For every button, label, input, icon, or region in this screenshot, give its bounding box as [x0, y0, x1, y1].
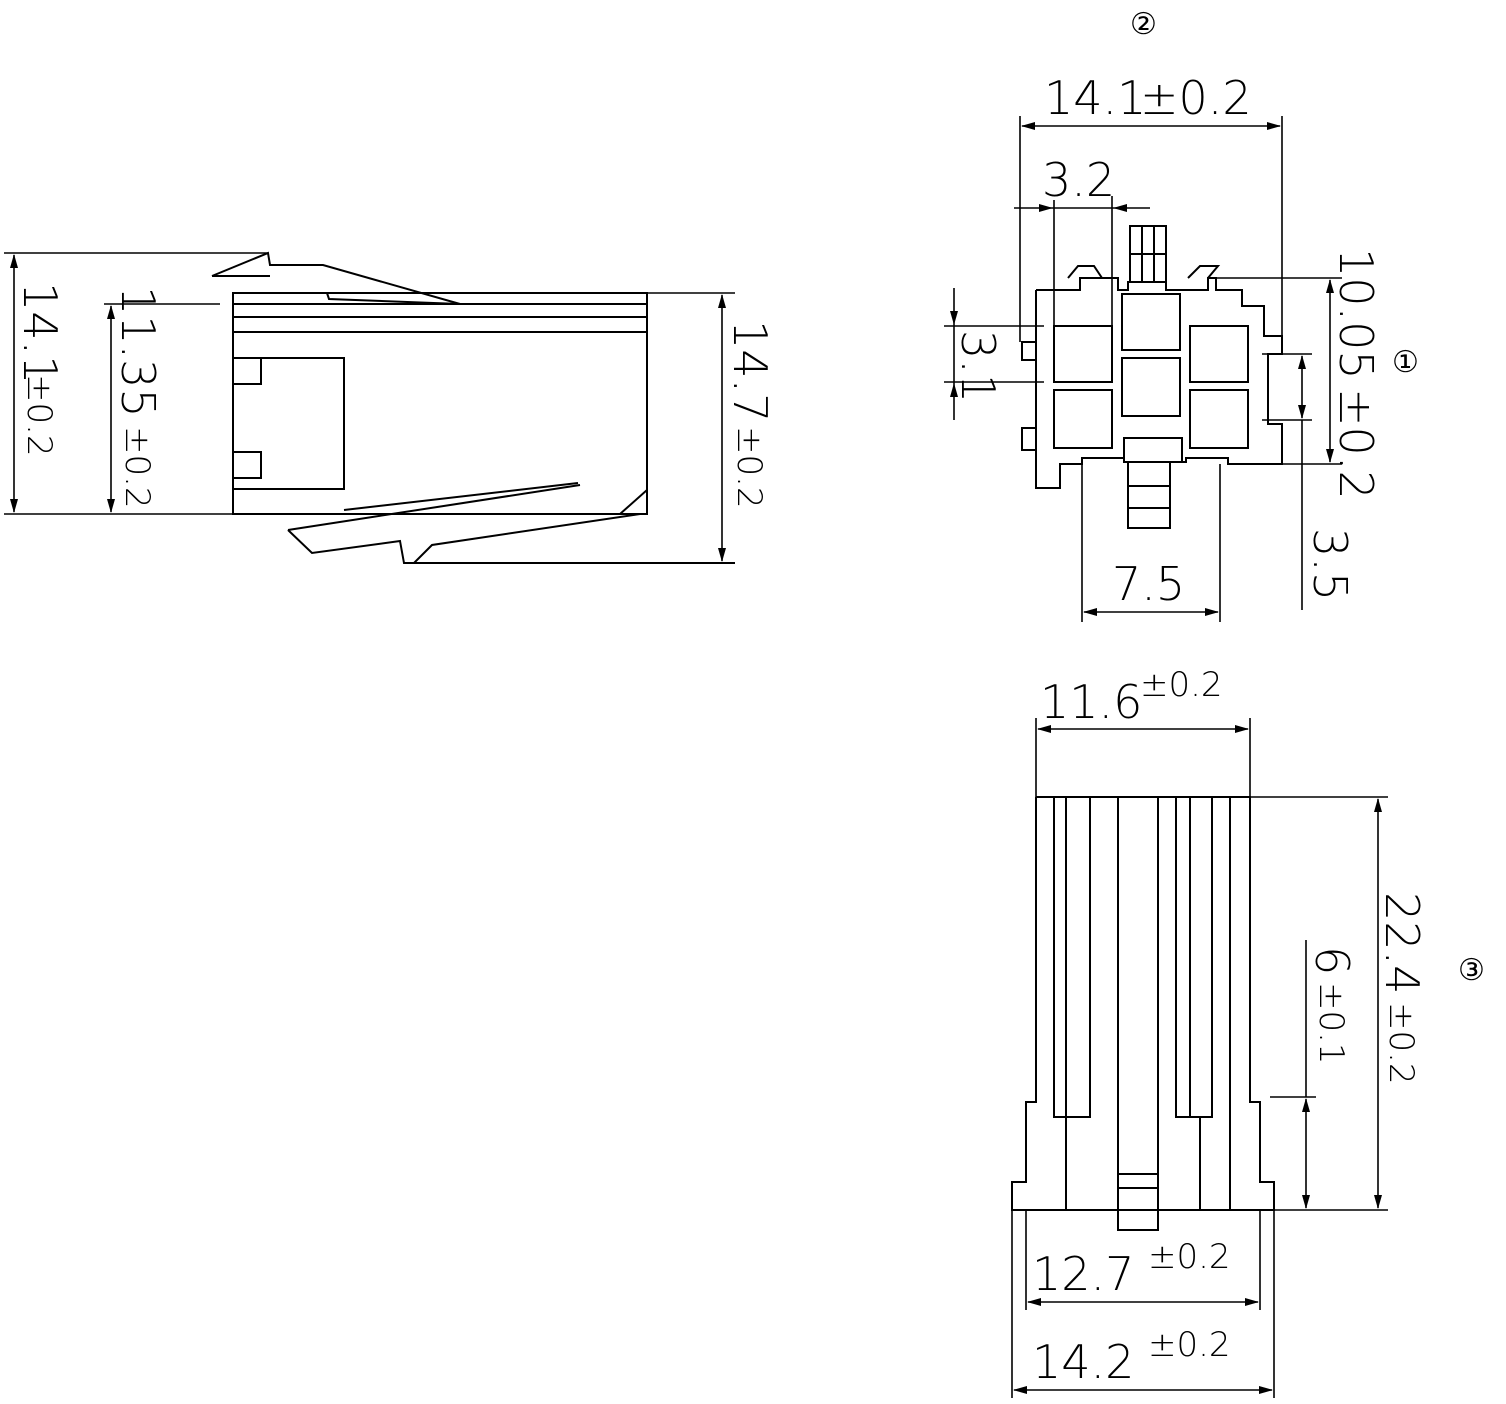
side-height-value: 14.1	[13, 282, 67, 384]
front-peg-spacing-value: 7.5	[1112, 557, 1185, 611]
dim-front-height: 10.05 ±0.2	[1216, 248, 1383, 500]
dim-bottom-overall-length: 22.4 ±0.2	[1250, 796, 1429, 1211]
dim-side-overall-height: 14.1 ±0.2	[4, 252, 268, 515]
view-marker-side: ③	[1458, 953, 1485, 988]
bottom-base-width-value: 14.2	[1032, 1335, 1134, 1389]
view-marker-front: ①	[1392, 345, 1419, 380]
bottom-flange-width-value: 12.7	[1032, 1247, 1134, 1301]
dim-front-pitch-vertical: 3.1	[944, 288, 1044, 420]
bottom-view-outline	[1011, 796, 1275, 1231]
bottom-length-value: 22.4	[1375, 892, 1429, 994]
dim-bottom-top-width: 11.6 ±0.2	[1035, 665, 1251, 797]
dim-bottom-flange-width: 12.7 ±0.2	[1025, 1210, 1261, 1310]
bottom-view: 11.6 ±0.2 22.4 ±0.2 ③ 6 ±0.1	[1011, 665, 1485, 1398]
front-latch-offset-value: 3.5	[1303, 528, 1357, 601]
dim-front-peg-spacing: 7.5	[1081, 464, 1221, 622]
front-height-value: 10.05	[1329, 248, 1383, 380]
bottom-slot-length-tol: ±0.1	[1311, 982, 1351, 1065]
dim-side-latch-height: 14.7 ±0.2	[647, 292, 777, 562]
front-height-tol: ±0.2	[1329, 388, 1383, 500]
bottom-flange-width-tol: ±0.2	[1148, 1237, 1231, 1277]
view-marker-top: ②	[1130, 7, 1157, 42]
bottom-slot-length-value: 6	[1305, 946, 1359, 975]
dim-side-body-height: 11.35 ±0.2	[104, 286, 220, 513]
side-view: 14.1 ±0.2 11.35 ±0.2 14.7 ±0.2	[4, 251, 777, 564]
bottom-base-width-tol: ±0.2	[1148, 1325, 1231, 1365]
front-pitch-v-value: 3.1	[951, 330, 1005, 403]
front-width-tol: ±0.2	[1140, 71, 1252, 125]
dim-front-latch-offset: 3.5	[1262, 353, 1357, 610]
dim-front-width: 14.1 ±0.2	[1019, 71, 1283, 342]
side-height-tol: ±0.2	[19, 374, 59, 457]
side-body-height-value: 11.35	[111, 286, 165, 418]
bottom-top-width-tol: ±0.2	[1140, 665, 1223, 705]
front-width-value: 14.1	[1044, 71, 1146, 125]
bottom-top-width-value: 11.6	[1040, 675, 1142, 729]
dim-bottom-slot-length: 6 ±0.1	[1270, 940, 1359, 1209]
front-view-outline	[1021, 225, 1283, 529]
side-latch-height-tol: ±0.2	[729, 426, 769, 509]
dim-front-pitch-horizontal: 3.2	[1014, 153, 1150, 326]
side-body-height-tol: ±0.2	[117, 426, 157, 509]
side-view-outline	[211, 251, 735, 564]
side-latch-height-value: 14.7	[723, 320, 777, 422]
bottom-length-tol: ±0.2	[1381, 1002, 1421, 1085]
front-view: ②	[944, 7, 1419, 622]
front-pitch-h-value: 3.2	[1042, 153, 1115, 207]
dim-bottom-base-width: 14.2 ±0.2	[1011, 1210, 1275, 1398]
